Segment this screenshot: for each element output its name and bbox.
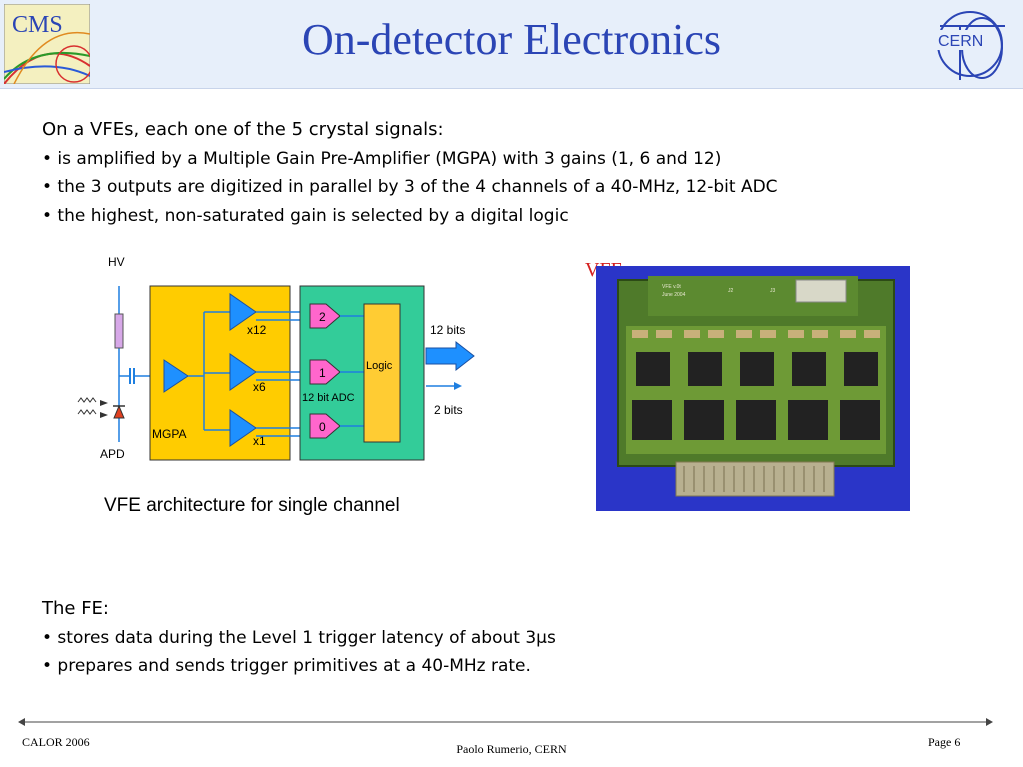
adc-channel-label: 2 (319, 310, 326, 324)
svg-text:J3: J3 (770, 288, 776, 294)
svg-text:VFE v.0t: VFE v.0t (662, 284, 681, 290)
footer-page-number: Page 6 (928, 735, 961, 749)
apd-label: APD (100, 447, 125, 461)
preamp-icon (163, 359, 189, 393)
fe-bullet: • prepares and sends trigger primitives … (42, 656, 531, 676)
output-label-2bits: 2 bits (434, 403, 463, 417)
logic-label: Logic (366, 360, 393, 372)
light-wave-icon (77, 397, 97, 403)
gain-label: x1 (253, 434, 266, 448)
output-arrow-12bit (425, 340, 475, 372)
chips (632, 352, 880, 440)
footer-author: Paolo Rumerio, CERN (456, 742, 567, 756)
gain-amp-icon (229, 409, 257, 447)
footer-conference: CALOR 2006 (22, 735, 90, 749)
svg-text:June 2004: June 2004 (662, 292, 686, 298)
gain-label: x6 (253, 380, 266, 394)
intro-bullet: • the 3 outputs are digitized in paralle… (42, 177, 778, 197)
vfe-board-photo: VFE v.0t June 2004 J2 J3 (596, 266, 910, 511)
light-wave-icon (77, 409, 97, 415)
intro-bullet: • the highest, non-saturated gain is sel… (42, 205, 569, 226)
diagram-caption: VFE architecture for single channel (104, 495, 400, 516)
intro-text: On a VFEs, each one of the 5 crystal sig… (42, 116, 778, 230)
apd-diode-icon (113, 404, 125, 419)
adc-channel (309, 413, 341, 439)
fe-bullet: • stores data during the Level 1 trigger… (42, 627, 556, 648)
adc-channel-label: 0 (319, 420, 326, 434)
title-bar: CMS On-detector Electronics CERN (0, 0, 1023, 89)
resistor (114, 313, 124, 349)
adc-channel (309, 303, 341, 329)
fe-heading: The FE: (42, 598, 109, 619)
fe-text: The FE: • stores data during the Level 1… (42, 595, 556, 681)
connector (675, 461, 835, 497)
gain-amp-icon (229, 353, 257, 391)
slide-title: On-detector Electronics (301, 15, 722, 64)
footer-divider (18, 718, 993, 726)
gain-label: x12 (247, 323, 267, 337)
adc-label: 12 bit ADC (302, 392, 355, 404)
vfe-architecture-diagram: HV APD x12 x6 x1 MGPA 2 1 0 12 bit ADC L… (77, 255, 475, 461)
cern-logo-text: CERN (938, 33, 983, 50)
adc-channel (309, 359, 341, 385)
intro-heading: On a VFEs, each one of the 5 crystal sig… (42, 119, 444, 140)
intro-bullet: • is amplified by a Multiple Gain Pre-Am… (42, 148, 722, 169)
cern-logo: CERN (936, 11, 1005, 80)
cms-logo-text: CMS (12, 12, 63, 38)
logic-block (363, 303, 401, 443)
hv-label: HV (108, 255, 125, 269)
adc-channel-label: 1 (319, 366, 326, 380)
svg-text:J2: J2 (728, 288, 734, 294)
mgpa-label: MGPA (152, 427, 186, 441)
gain-amp-icon (229, 293, 257, 331)
output-label-12bits: 12 bits (430, 323, 465, 337)
cms-logo: CMS (4, 4, 90, 84)
